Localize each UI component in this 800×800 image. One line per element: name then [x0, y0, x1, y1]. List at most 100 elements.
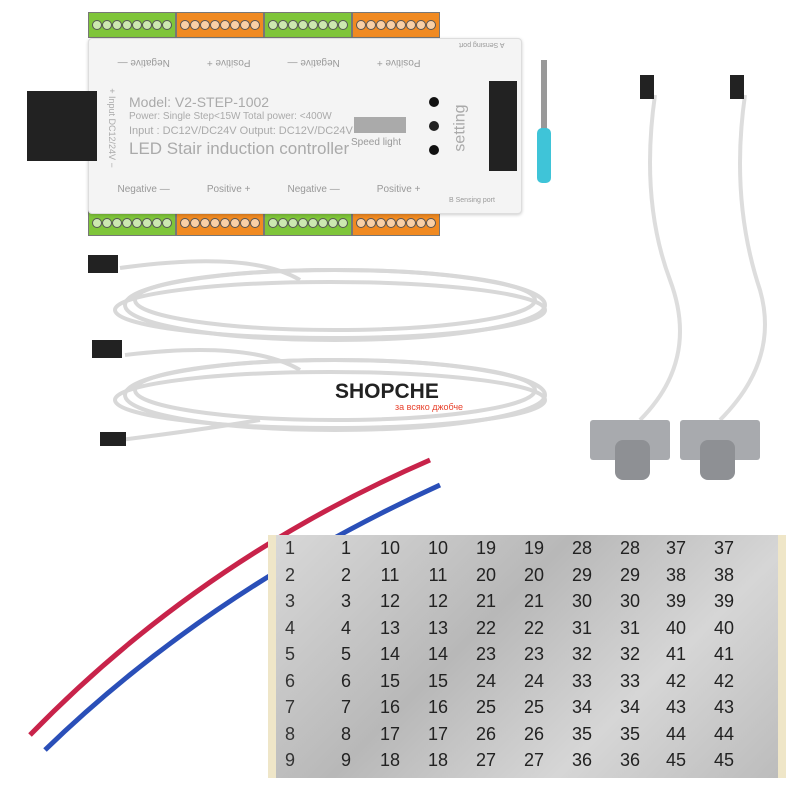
bottom-label: Positive + [376, 184, 421, 195]
number-label: 27 [523, 750, 545, 770]
red-wire [28, 457, 431, 737]
number-label: 41 [713, 644, 735, 664]
number-label: 17 [379, 723, 401, 744]
number-label: 4 [340, 617, 351, 638]
number-label: 20 [475, 564, 497, 585]
number-label: 43 [665, 697, 687, 717]
number-label: 11 [380, 564, 400, 585]
number-label: 30 [619, 591, 641, 611]
sensor-cable-1 [638, 94, 682, 422]
number-label: 7 [340, 697, 351, 717]
number-label: 1 [340, 538, 351, 558]
b-sensing-port-label: B Sensing port [449, 197, 495, 204]
number-label: 3 [340, 591, 351, 611]
a-sensing-port-label: A Sensing port [459, 41, 505, 48]
number-label: 14 [427, 644, 449, 664]
number-label: 12 [379, 591, 401, 611]
bottom-label: Negative — [117, 184, 170, 195]
number-label: 32 [619, 644, 641, 664]
number-label: 8 [340, 723, 351, 744]
number-label: 18 [427, 750, 449, 770]
watermark-brand: SHOPCHE [335, 380, 439, 403]
number-label: 27 [475, 750, 497, 770]
number-label: 45 [665, 750, 687, 770]
input-text: Input : DC12V/DC24V Output: DC12V/DC24V [129, 125, 353, 137]
cable-coil-1 [113, 259, 547, 342]
number-label: 37 [713, 538, 735, 558]
number-label: 2 [340, 564, 351, 585]
number-label: 44 [713, 723, 735, 744]
number-label: 21 [523, 591, 545, 611]
top-label: Negative — [117, 57, 170, 68]
input-polarity-label: + Input DC12/24V − [107, 88, 117, 168]
number-label: 29 [619, 564, 641, 585]
number-label: 5 [340, 644, 351, 664]
number-label: 45 [713, 750, 735, 770]
cable-coil-2 [113, 348, 547, 442]
number-label: 7 [284, 697, 295, 717]
number-label: 35 [571, 723, 593, 744]
watermark-tagline: за всяко джобче [395, 402, 464, 412]
number-label: 8 [284, 723, 295, 744]
number-label: 15 [379, 670, 401, 691]
top-label: Positive + [376, 57, 421, 68]
setting-button-2[interactable] [429, 121, 439, 131]
blue-wire [43, 482, 442, 752]
top-label: Negative — [287, 57, 340, 68]
number-label: 36 [571, 750, 593, 770]
number-label: 28 [571, 538, 593, 558]
sensor-connector-2 [730, 75, 744, 99]
bottom-label: Positive + [206, 184, 251, 195]
connector-2 [92, 340, 122, 358]
number-label: 17 [427, 723, 449, 744]
number-label: 42 [665, 670, 687, 691]
number-label: 29 [571, 564, 593, 585]
number-label: 39 [713, 591, 735, 611]
stair-controller: Positive + Negative — Positive + Negativ… [27, 38, 522, 214]
speed-light-label: Speed light [351, 137, 402, 148]
number-label: 22 [475, 617, 497, 638]
number-label: 3 [284, 591, 295, 611]
number-label: 24 [523, 670, 545, 691]
speed-light-display [354, 117, 406, 133]
number-label: 10 [427, 538, 449, 558]
bottom-polarity-labels: Negative — Positive + Negative — Positiv… [99, 184, 439, 195]
number-label: 31 [571, 617, 593, 638]
number-label: 43 [713, 697, 735, 717]
number-label: 35 [619, 723, 641, 744]
number-label: 40 [713, 617, 735, 638]
number-label: 33 [571, 670, 593, 691]
number-label: 21 [475, 591, 497, 611]
number-label: 18 [379, 750, 401, 770]
top-terminals [88, 12, 440, 38]
number-label: 13 [427, 617, 449, 638]
connector-1 [88, 255, 118, 273]
number-label: 20 [523, 564, 545, 585]
bottom-terminals [88, 210, 440, 236]
top-label: Positive + [206, 57, 251, 68]
number-label: 6 [284, 670, 295, 691]
number-label: 26 [523, 723, 545, 744]
bottom-label: Negative — [287, 184, 340, 195]
sensor-2 [680, 420, 760, 480]
sensor-connector-1 [640, 75, 654, 99]
number-label: 22 [523, 617, 545, 638]
sensor-cable-2 [718, 94, 767, 422]
number-label: 16 [427, 697, 449, 717]
setting-button-3[interactable] [429, 145, 439, 155]
number-label: 19 [475, 538, 497, 558]
number-label: 6 [340, 670, 351, 691]
power-terminal [27, 91, 97, 161]
number-label: 37 [665, 538, 687, 558]
number-label: 11 [428, 564, 448, 585]
number-label: 23 [523, 644, 545, 664]
setting-button-1[interactable] [429, 97, 439, 107]
number-label: 19 [523, 538, 545, 558]
sensing-port-connector [489, 81, 517, 171]
number-label: 1 [284, 538, 295, 558]
number-label: 2 [284, 564, 295, 585]
number-label: 14 [379, 644, 401, 664]
